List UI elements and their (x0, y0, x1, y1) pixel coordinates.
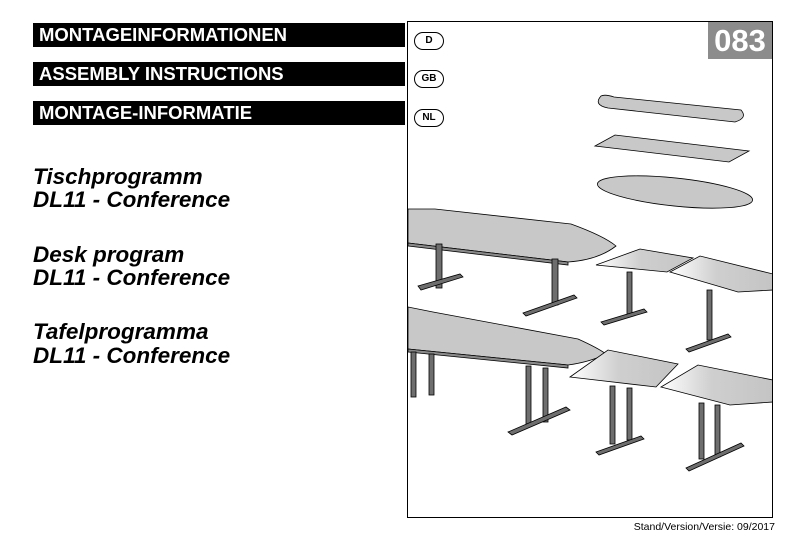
title-de-line2: DL11 - Conference (33, 187, 231, 212)
desk-illustration (408, 94, 772, 472)
upper-end-tabletop (668, 255, 772, 293)
rounded-tabletop (597, 94, 744, 123)
title-en-line1: Desk program (33, 242, 185, 267)
rectangular-tabletop (593, 134, 751, 163)
lang-badge-nl: NL (414, 109, 444, 127)
product-illustration-frame (407, 21, 773, 518)
title-de-line1: Tischprogramm (33, 164, 203, 189)
title-en-line2: DL11 - Conference (33, 265, 231, 290)
lower-table-top (408, 306, 607, 366)
title-nl-line1: Tafelprogramma (33, 319, 209, 344)
header-assembly-instructions: ASSEMBLY INSTRUCTIONS (33, 62, 405, 86)
oval-tabletop (597, 175, 753, 209)
upper-corner-tabletop (595, 248, 695, 273)
lower-end-tabletop (659, 364, 772, 406)
lang-badge-de: D (414, 32, 444, 50)
lang-badge-gb: GB (414, 70, 444, 88)
document-number-badge: 083 (708, 22, 772, 59)
upper-table-top (408, 208, 617, 263)
header-montage-informatie: MONTAGE-INFORMATIE (33, 101, 405, 125)
lower-corner-tabletop (568, 349, 679, 388)
header-montageinformationen: MONTAGEINFORMATIONEN (33, 23, 405, 47)
title-nl-line2: DL11 - Conference (33, 343, 231, 368)
version-footer: Stand/Version/Versie: 09/2017 (633, 521, 775, 533)
